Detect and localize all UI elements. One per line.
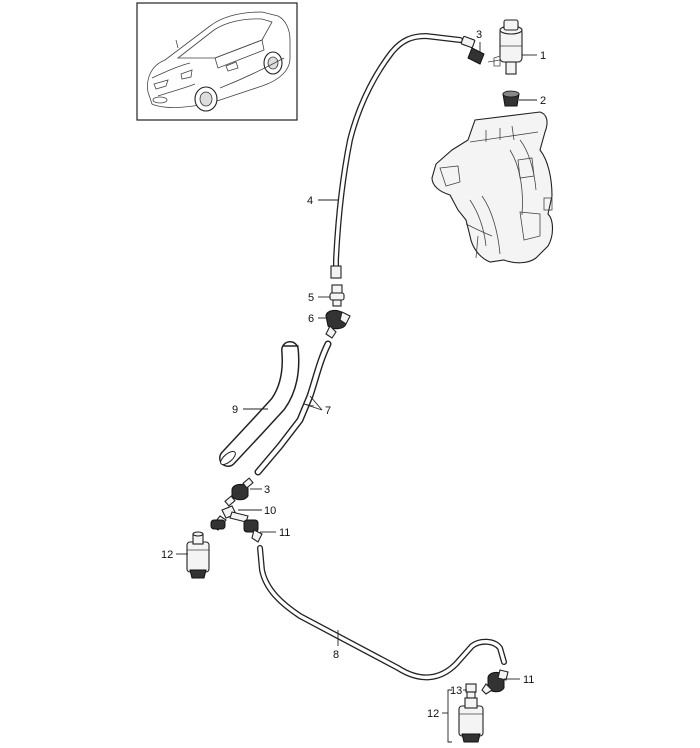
connector-3-middle (224, 477, 254, 507)
callout-3-middle: 3 (264, 484, 270, 496)
hose-8 (257, 545, 507, 681)
callout-2: 2 (540, 95, 546, 107)
cap-13 (465, 683, 477, 699)
hose-9 (219, 341, 300, 467)
callout-8: 8 (333, 649, 339, 661)
leader-lines (176, 42, 537, 743)
valve-6 (325, 309, 351, 339)
callout-11-bottom: 11 (523, 674, 534, 686)
callout-4: 4 (307, 195, 313, 207)
nozzle-12-left (186, 531, 210, 579)
callout-5: 5 (308, 292, 314, 304)
callout-10: 10 (264, 505, 276, 517)
washer-pump (487, 19, 523, 75)
connector-5 (329, 284, 345, 307)
vehicle-thumbnail (136, 2, 298, 121)
pump-grommet (502, 90, 520, 107)
nozzle-12-bottom (458, 697, 484, 743)
callout-12-left: 12 (161, 549, 173, 561)
callout-labels: 1 2 3 4 5 6 7 9 3 10 11 12 8 11 13 12 (161, 29, 546, 720)
valve-11-middle (243, 519, 263, 543)
hose-4 (330, 33, 463, 279)
callout-12-bottom: 12 (427, 708, 439, 720)
valve-11-bottom (481, 669, 509, 695)
callout-6: 6 (308, 313, 314, 325)
callout-7: 7 (325, 405, 331, 417)
washer-fluid-reservoir (431, 111, 554, 264)
callout-11-middle: 11 (279, 527, 290, 539)
callout-9: 9 (232, 404, 238, 416)
callout-13: 13 (450, 685, 462, 697)
callout-3-top: 3 (476, 29, 482, 41)
callout-1: 1 (540, 50, 546, 62)
